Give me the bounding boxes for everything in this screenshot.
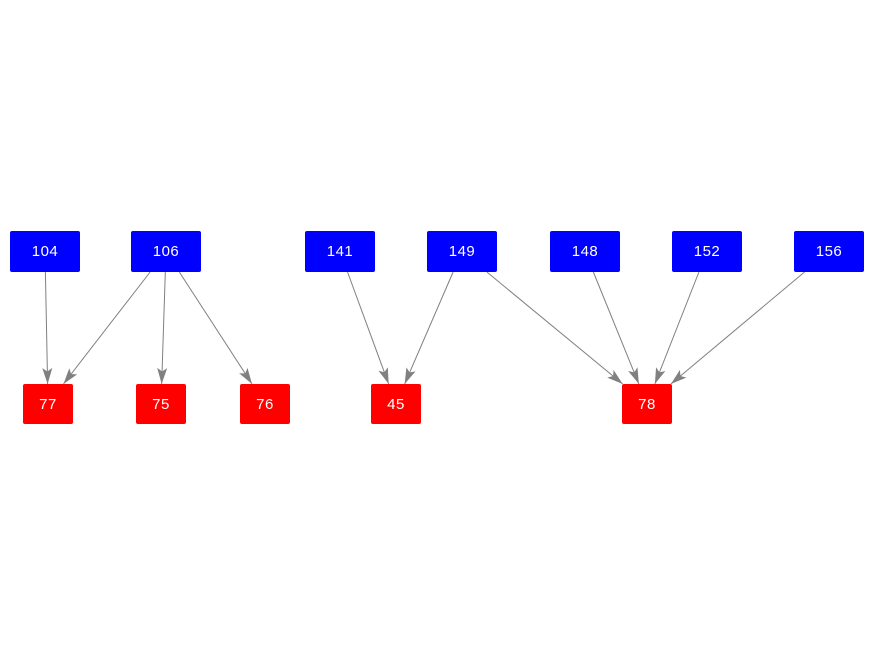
edge-141-to-45	[347, 271, 390, 385]
node-78: 78	[622, 384, 672, 424]
node-148: 148	[550, 231, 620, 272]
node-149: 149	[427, 231, 497, 272]
node-106: 106	[131, 231, 201, 272]
edge-106-to-75	[157, 271, 168, 385]
edge-149-to-78	[486, 271, 624, 385]
edge-104-to-77	[42, 271, 53, 385]
node-156: 156	[794, 231, 864, 272]
edge-149-to-45	[404, 271, 454, 385]
edge-148-to-78	[592, 271, 640, 385]
node-77: 77	[23, 384, 73, 424]
node-76: 76	[240, 384, 290, 424]
node-141: 141	[305, 231, 375, 272]
node-45: 45	[371, 384, 421, 424]
edge-152-to-78	[654, 271, 700, 385]
node-152: 152	[672, 231, 742, 272]
node-75: 75	[136, 384, 186, 424]
edge-106-to-76	[178, 271, 253, 385]
node-104: 104	[10, 231, 80, 272]
edge-106-to-77	[63, 271, 151, 385]
edge-group	[42, 271, 805, 385]
edge-156-to-78	[670, 271, 805, 385]
